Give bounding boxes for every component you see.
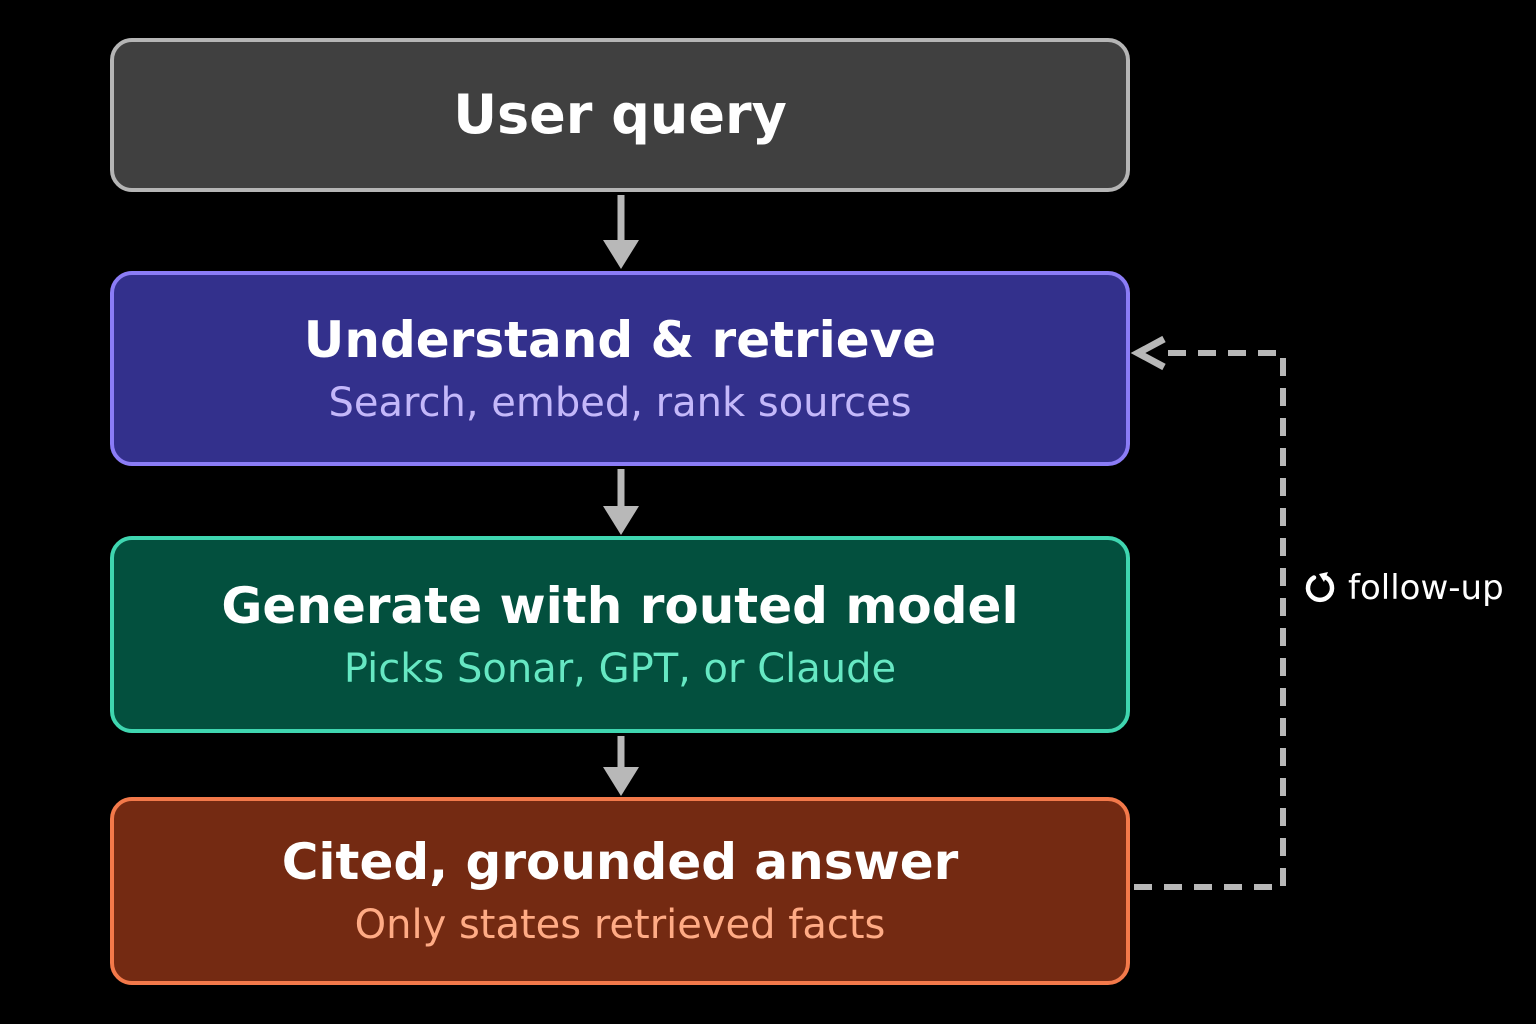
node-title: Understand & retrieve	[303, 310, 937, 369]
follow-up-text: follow-up	[1348, 568, 1504, 608]
node-subtitle: Search, embed, rank sources	[328, 379, 912, 426]
node-title: Cited, grounded answer	[281, 833, 959, 891]
node-title: User query	[453, 83, 787, 146]
node-user-query: User query	[110, 38, 1130, 192]
edge-retrieve-to-generate	[603, 469, 639, 535]
node-subtitle: Picks Sonar, GPT, or Claude	[343, 645, 897, 692]
follow-up-label: follow-up	[1302, 566, 1504, 610]
node-cited-answer: Cited, grounded answer Only states retri…	[110, 797, 1130, 985]
node-title: Generate with routed model	[221, 576, 1019, 635]
edge-query-to-retrieve	[603, 195, 639, 269]
node-understand-retrieve: Understand & retrieve Search, embed, ran…	[110, 271, 1130, 466]
edge-generate-to-answer	[603, 736, 639, 796]
edge-answer-to-retrieve-dashed	[1130, 335, 1286, 890]
loop-arrow-icon	[1305, 572, 1335, 603]
node-subtitle: Only states retrieved facts	[354, 902, 886, 948]
node-generate-routed-model: Generate with routed model Picks Sonar, …	[110, 536, 1130, 733]
